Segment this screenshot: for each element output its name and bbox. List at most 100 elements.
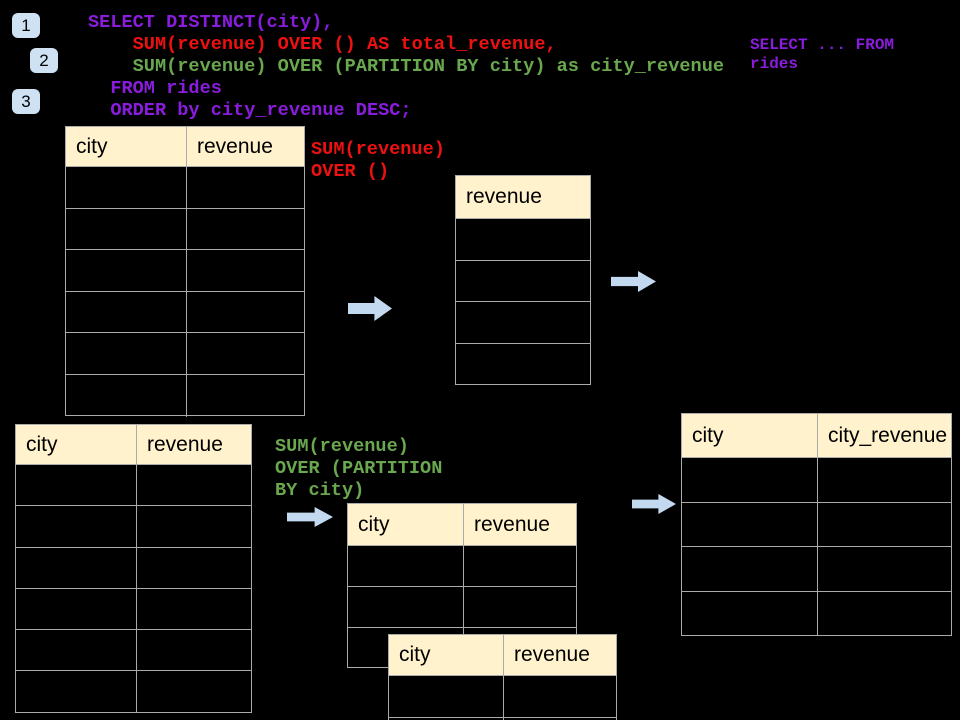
table-cell <box>464 546 576 586</box>
flow-arrow-icon-3 <box>632 494 676 514</box>
table-final-result: city city_revenue <box>681 413 952 636</box>
table-cell <box>389 676 504 717</box>
table-cell <box>818 503 951 547</box>
header-cell-revenue: revenue <box>464 504 576 545</box>
table-row <box>348 546 576 587</box>
table-cell <box>137 465 251 505</box>
header-cell-city: city <box>389 635 504 675</box>
table-cell <box>16 671 137 713</box>
header-cell-city-revenue: city_revenue <box>818 414 951 457</box>
table-row <box>456 219 590 261</box>
table-cell <box>137 630 251 670</box>
table-row <box>456 344 590 386</box>
table-cell <box>187 250 304 291</box>
table-row <box>66 250 304 292</box>
table-cell <box>16 630 137 671</box>
table-cell <box>682 591 818 636</box>
table-cell <box>348 546 464 586</box>
table-row <box>16 506 251 548</box>
table-partition-a: city revenue <box>347 503 577 669</box>
table-cell <box>456 302 590 343</box>
table-cell <box>66 250 187 291</box>
table-cell <box>16 465 137 506</box>
step-badge-2: 2 <box>30 48 58 73</box>
table-cell <box>348 587 464 627</box>
table-row <box>456 261 590 302</box>
table-row <box>16 547 251 589</box>
table-row <box>682 502 951 547</box>
table-cell <box>16 588 137 630</box>
table-row <box>66 208 304 251</box>
table-row <box>682 547 951 592</box>
table-row <box>16 588 251 631</box>
table-row <box>16 630 251 672</box>
sql-line-total-revenue: SUM(revenue) OVER () AS total_revenue, <box>88 34 557 55</box>
select-from-note: SELECT ... FROM rides <box>750 36 895 73</box>
sql-line-from: FROM rides <box>88 78 222 99</box>
table-row <box>348 587 576 628</box>
table-row <box>682 591 951 637</box>
table-row <box>456 302 590 344</box>
table-header-row: city city_revenue <box>682 414 951 458</box>
table-row <box>66 374 304 417</box>
table-cell <box>66 208 187 250</box>
table-row <box>66 167 304 209</box>
table-cell <box>682 458 818 502</box>
table-header-row: city revenue <box>66 127 304 167</box>
table-row <box>16 465 251 507</box>
table-cell <box>187 292 304 333</box>
table-row <box>16 671 251 713</box>
flow-arrow-icon-1 <box>348 296 392 321</box>
header-cell-revenue: revenue <box>137 425 251 464</box>
table-cell <box>456 344 590 386</box>
table-source-top: city revenue <box>65 126 305 417</box>
table-cell <box>187 375 304 417</box>
table-cell <box>66 374 187 417</box>
table-cell <box>456 219 590 260</box>
header-cell-revenue: revenue <box>504 635 616 675</box>
table-header-row: city revenue <box>16 425 251 465</box>
table-cell <box>818 458 951 502</box>
table-header-row: city revenue <box>348 504 576 546</box>
table-row <box>66 333 304 375</box>
table-cell <box>16 506 137 547</box>
table-cell <box>137 589 251 629</box>
table-header-row: city revenue <box>389 635 616 676</box>
header-cell-revenue: revenue <box>187 127 304 166</box>
table-cell <box>66 167 187 208</box>
table-revenue-result: revenue <box>455 175 591 385</box>
table-cell <box>187 167 304 208</box>
table-cell <box>464 587 576 627</box>
table-cell <box>66 333 187 374</box>
sql-code-block: SELECT DISTINCT(city), SUM(revenue) OVER… <box>88 12 724 122</box>
header-cell-revenue: revenue <box>456 176 590 218</box>
table-cell <box>137 548 251 588</box>
table-cell <box>187 333 304 374</box>
header-cell-city: city <box>16 425 137 464</box>
table-cell <box>137 506 251 546</box>
header-cell-city: city <box>348 504 464 545</box>
step-badge-1: 1 <box>12 13 40 38</box>
table-row <box>66 291 304 334</box>
table-cell <box>682 547 818 591</box>
table-cell <box>389 718 504 720</box>
table-header-row: revenue <box>456 176 590 219</box>
table-row <box>389 676 616 718</box>
table-cell <box>682 502 818 546</box>
table-cell <box>818 592 951 637</box>
total-revenue-label: SUM(revenue) OVER () <box>311 139 445 182</box>
table-cell <box>16 547 137 588</box>
sql-line-order-by: ORDER by city_revenue DESC; <box>88 100 412 121</box>
table-cell <box>504 676 616 717</box>
sql-line-select: SELECT DISTINCT(city), <box>88 12 334 33</box>
table-row <box>389 718 616 720</box>
table-cell <box>137 671 251 712</box>
table-partition-b: city revenue <box>388 634 617 720</box>
header-cell-city: city <box>66 127 187 166</box>
table-cell <box>187 209 304 250</box>
header-cell-city: city <box>682 414 818 457</box>
flow-arrow-icon-4 <box>287 507 333 527</box>
flow-arrow-icon-2 <box>611 271 656 292</box>
table-cell <box>66 291 187 333</box>
